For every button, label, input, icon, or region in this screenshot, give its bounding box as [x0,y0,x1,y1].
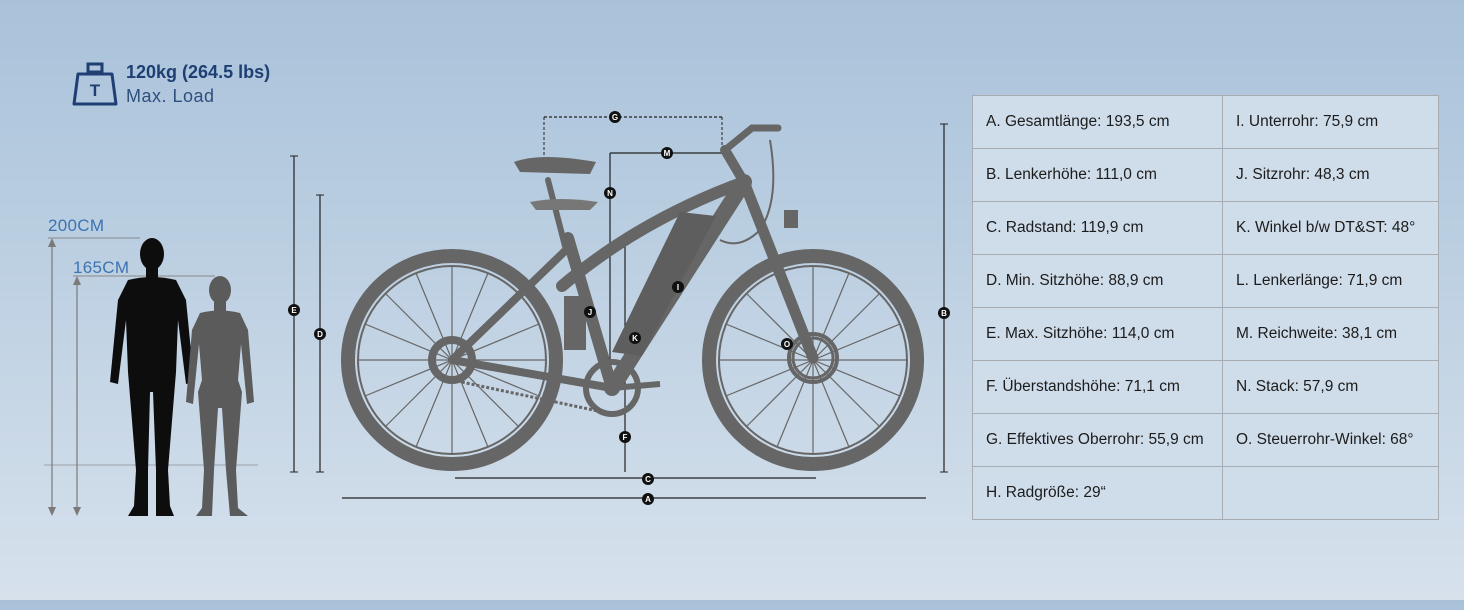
spec-cell: N. Stack: 57,9 cm [1222,360,1439,414]
short-person-figure [186,276,254,516]
max-load-weight: 120kg (264.5 lbs) [126,62,271,82]
spec-cell: B. Lenkerhöhe: 111,0 cm [972,148,1223,202]
height-comparison [44,237,258,516]
saddle [514,157,596,174]
tall-person-figure [110,238,194,516]
spec-cell: D. Min. Sitzhöhe: 88,9 cm [972,254,1223,308]
weight-icon: T [72,62,118,106]
spec-cell [1222,466,1439,520]
spec-cell: G. Effektives Oberrohr: 55,9 cm [972,413,1223,467]
battery [612,212,716,356]
table-row: H. Radgröße: 29“ [972,466,1439,520]
svg-text:T: T [90,81,101,100]
spec-cell: J. Sitzrohr: 48,3 cm [1222,148,1439,202]
spec-cell: M. Reichweite: 38,1 cm [1222,307,1439,361]
spec-cell: C. Radstand: 119,9 cm [972,201,1223,255]
spec-cell: K. Winkel b/w DT&ST: 48° [1222,201,1439,255]
spec-cell: H. Radgröße: 29“ [972,466,1223,520]
max-load-label: Max. Load [126,86,215,106]
bike-diagram [290,116,948,499]
front-wheel [702,249,924,471]
spec-cell: I. Unterrohr: 75,9 cm [1222,95,1439,149]
spec-cell: A. Gesamtlänge: 193,5 cm [972,95,1223,149]
spec-cell: O. Steuerrohr-Winkel: 68° [1222,413,1439,467]
height-label-165: 165CM [73,258,130,277]
spec-cell: F. Überstandshöhe: 71,1 cm [972,360,1223,414]
spec-cell: E. Max. Sitzhöhe: 114,0 cm [972,307,1223,361]
spec-cell: L. Lenkerlänge: 71,9 cm [1222,254,1439,308]
height-label-200: 200CM [48,216,105,235]
